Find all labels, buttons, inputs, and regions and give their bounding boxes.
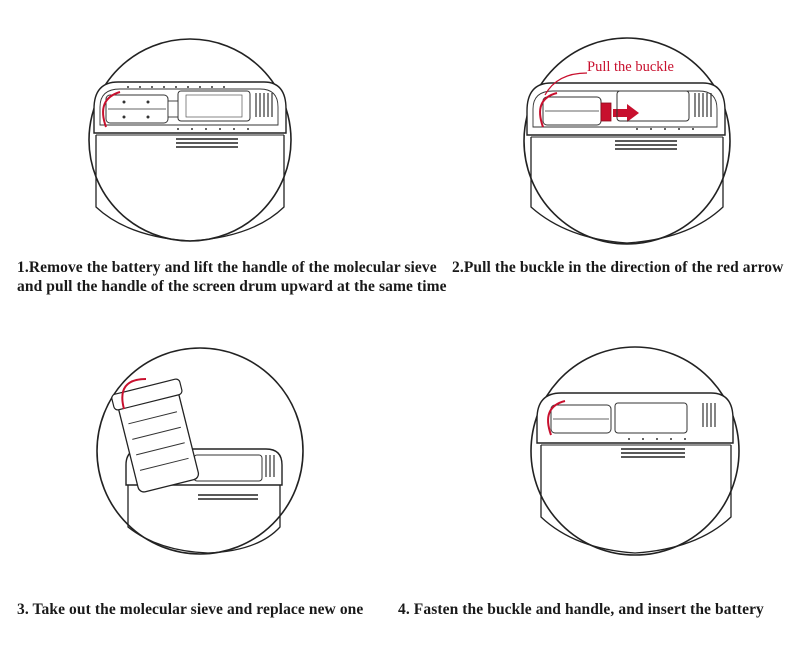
- step-2-drawing: [523, 37, 731, 245]
- step-1-illustration: [88, 37, 298, 247]
- step-1-drawing: [88, 38, 292, 242]
- step-4-illustration: [529, 345, 743, 559]
- step-2-caption: 2.Pull the buckle in the direction of th…: [452, 259, 784, 276]
- step-3-drawing: [96, 347, 304, 555]
- step-2-illustration: Pull the buckle: [517, 37, 737, 249]
- step-4-caption: 4. Fasten the buckle and handle, and ins…: [398, 601, 764, 618]
- step-4-drawing: [530, 346, 740, 556]
- step-1-caption-line-1: 1.Remove the battery and lift the handle…: [17, 259, 437, 276]
- step-3-illustration: [96, 345, 308, 557]
- step-3-caption: 3. Take out the molecular sieve and repl…: [17, 601, 364, 618]
- pull-buckle-callout: Pull the buckle: [587, 59, 674, 75]
- step-1-caption-line-2: and pull the handle of the screen drum u…: [17, 278, 447, 295]
